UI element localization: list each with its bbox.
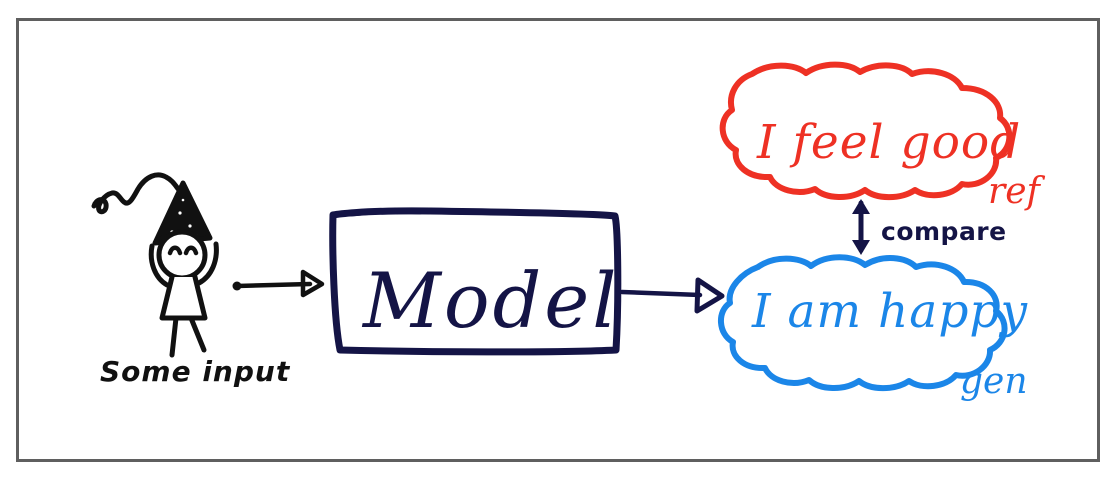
reference-tag-label: ref xyxy=(988,171,1046,212)
model-label: Model xyxy=(361,256,620,345)
generated-tag-label: gen xyxy=(960,361,1028,402)
arrow-right-icon-model-to-output xyxy=(619,277,725,314)
stick-figure-with-party-hat-icon xyxy=(148,180,219,358)
squiggle-line-icon xyxy=(91,172,182,215)
reference-cloud-bubble-icon xyxy=(719,61,1013,201)
arrow-up-down-icon-compare xyxy=(852,199,870,255)
compare-label: compare xyxy=(881,217,1007,246)
model-box xyxy=(329,207,622,356)
input-label: Some input xyxy=(100,355,291,388)
arrow-right-icon-input-to-model xyxy=(232,269,325,298)
reference-text: I feel good xyxy=(756,115,1021,170)
generated-text: I am happy xyxy=(751,284,1028,339)
generated-cloud-bubble-icon xyxy=(718,254,1008,392)
